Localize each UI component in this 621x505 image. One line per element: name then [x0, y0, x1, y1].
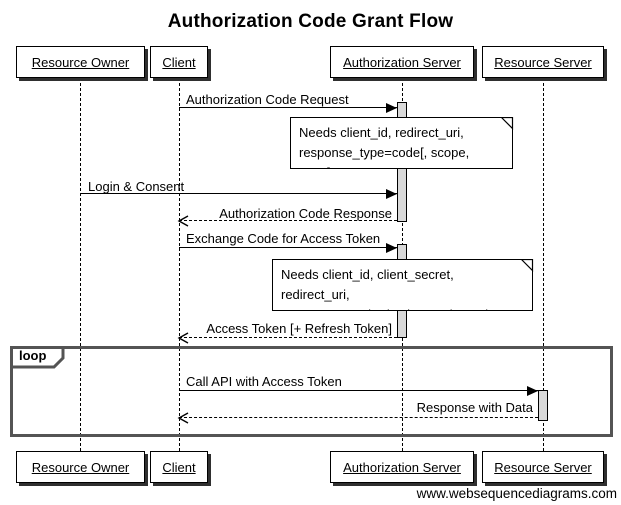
loop-fragment-frame — [10, 346, 613, 437]
filled-arrowhead-icon — [386, 243, 397, 253]
message-arrow-response-with-data — [177, 412, 538, 424]
message-arrow-access-token — [177, 332, 397, 344]
actor-label: Resource Owner — [31, 459, 130, 475]
actor-label: Authorization Server — [343, 459, 461, 475]
message-label-exchange-code: Exchange Code for Access Token — [186, 231, 381, 246]
open-arrowhead-icon — [177, 215, 189, 227]
message-label-login-consent: Login & Consent — [88, 179, 185, 194]
actor-box-resource-server-top: Resource Server — [482, 46, 604, 78]
note-line: Needs client_id, client_secret, redirect… — [281, 267, 454, 302]
filled-arrowhead-icon — [527, 386, 538, 396]
message-label-authorization-code-request: Authorization Code Request — [186, 92, 349, 107]
lifeline-resource-server — [543, 78, 544, 451]
message-label-authorization-code-response: Authorization Code Response — [219, 206, 392, 221]
note-line: Needs client_id, redirect_uri, — [299, 125, 464, 140]
activation-resource-server — [538, 390, 548, 421]
actor-box-resource-owner-bottom: Resource Owner — [16, 451, 145, 483]
actor-box-client-bottom: Client — [150, 451, 208, 483]
message-arrow-authorization-code-response — [177, 215, 397, 227]
message-arrow-call-api — [179, 386, 538, 396]
watermark-url: www.websequencediagrams.com — [416, 486, 617, 501]
actor-box-authorization-server-top: Authorization Server — [330, 46, 474, 78]
actor-label: Authorization Server — [343, 54, 461, 70]
loop-fragment-tab-icon — [10, 346, 65, 369]
message-arrow-exchange-code — [179, 243, 397, 253]
lifeline-resource-owner — [80, 78, 81, 451]
diagram-title: Authorization Code Grant Flow — [167, 11, 454, 32]
actor-label: Client — [162, 54, 196, 70]
message-label-access-token: Access Token [+ Refresh Token] — [206, 321, 392, 336]
lifeline-client — [179, 78, 180, 451]
actor-box-resource-owner-top: Resource Owner — [16, 46, 145, 78]
open-arrowhead-icon — [177, 332, 189, 344]
message-arrow-authorization-code-request — [179, 103, 397, 113]
note-fold-icon — [501, 117, 514, 130]
actor-label: Resource Server — [494, 459, 592, 475]
note-authorization-request-params: Needs client_id, redirect_uri, response_… — [290, 117, 513, 169]
actor-box-resource-server-bottom: Resource Server — [482, 451, 604, 483]
filled-arrowhead-icon — [386, 103, 397, 113]
message-label-call-api: Call API with Access Token — [186, 374, 342, 389]
filled-arrowhead-icon — [386, 189, 397, 199]
note-fold-icon — [521, 259, 534, 272]
note-token-request-params: Needs client_id, client_secret, redirect… — [272, 259, 533, 311]
message-arrow-login-consent — [80, 189, 397, 199]
message-label-response-with-data: Response with Data — [416, 400, 533, 415]
open-arrowhead-icon — [177, 412, 189, 424]
actor-label: Resource Owner — [31, 54, 130, 70]
actor-box-authorization-server-bottom: Authorization Server — [330, 451, 474, 483]
actor-label: Resource Server — [494, 54, 592, 70]
loop-fragment-label: loop — [19, 348, 47, 363]
actor-box-client-top: Client — [150, 46, 208, 78]
actor-label: Client — [162, 459, 196, 475]
